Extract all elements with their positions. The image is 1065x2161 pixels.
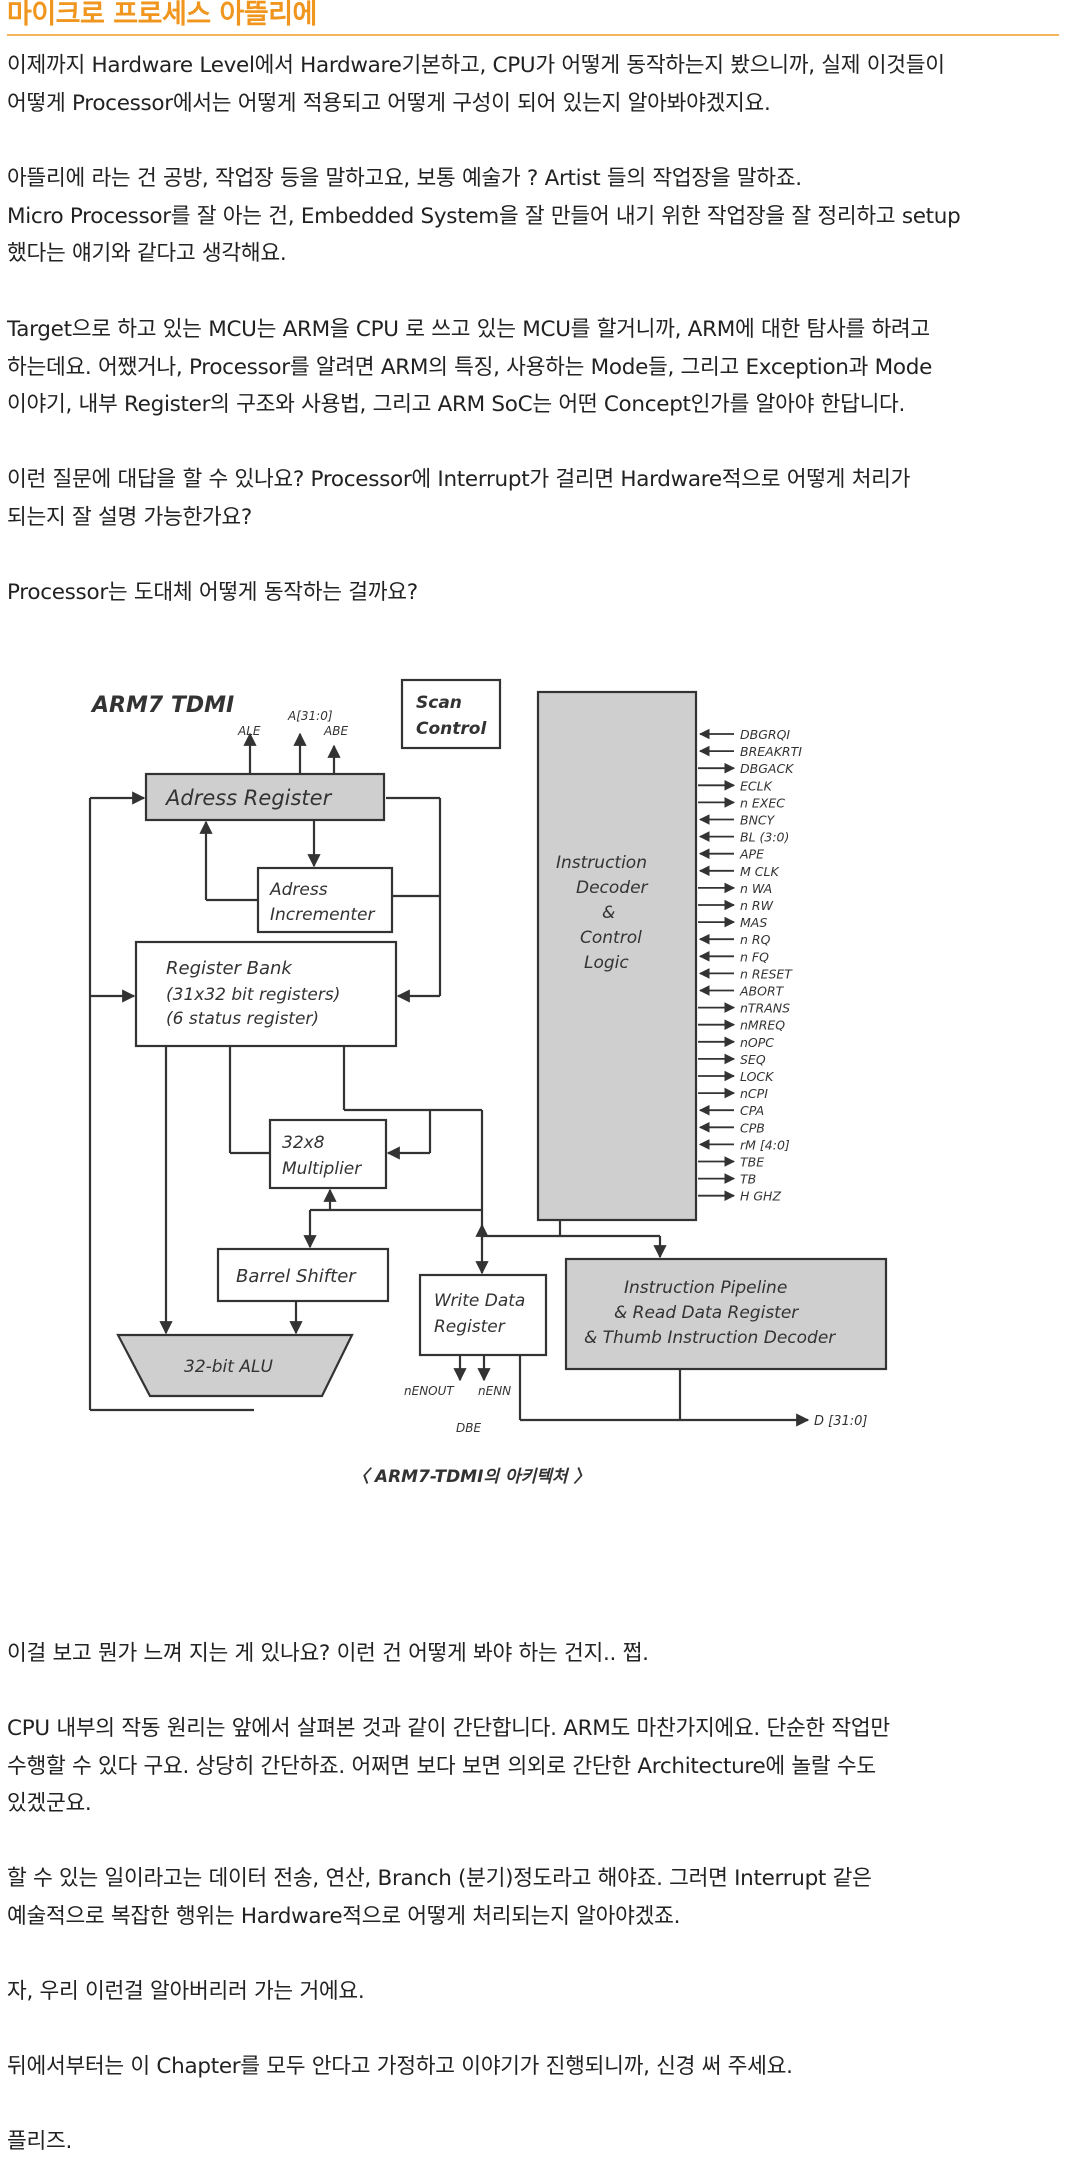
control-signal-label: CPB	[740, 1120, 765, 1135]
register-bank-label-3: (6 status register)	[166, 1009, 319, 1029]
decoder-label-5: Logic	[584, 953, 629, 973]
multiplier-label-1: 32x8	[282, 1133, 325, 1153]
address-register-label: Adress Register	[164, 786, 333, 810]
control-signal-label: SEQ	[740, 1052, 766, 1067]
control-signal-label: M CLK	[740, 864, 780, 879]
scan-control-label-2: Control	[416, 719, 487, 739]
control-signal-label: BREAKRTI	[740, 744, 802, 759]
write-data-register-label-1: Write Data	[434, 1291, 525, 1311]
register-bank-label-2: (31x32 bit registers)	[166, 985, 340, 1005]
address-incrementer-label-2: Incrementer	[270, 905, 376, 925]
control-signal-label: n FQ	[740, 949, 769, 964]
diagram-heading: ARM7 TDMI	[90, 693, 234, 718]
intro-paragraph: 이제까지 Hardware Level에서 Hardware기본하고, CPU가…	[7, 53, 945, 116]
address-register-box	[144, 772, 386, 822]
control-signal-label: n EXEC	[740, 795, 785, 810]
arm7tdmi-block-diagram: ARM7 TDMI Scan Control ALE A[31:0] ABE A…	[88, 678, 888, 1487]
processor-question: Processor는 도대체 어떻게 동작하는 걸까요?	[7, 580, 418, 605]
control-signal-label: rM [4:0]	[740, 1137, 790, 1152]
notice-paragraph: 뒤에서부터는 이 Chapter를 모두 안다고 가정하고 이야기가 진행되니까…	[7, 2054, 793, 2079]
control-signal-label: ECLK	[740, 778, 774, 793]
pipeline-label-3: & Thumb Instruction Decoder	[584, 1328, 836, 1348]
barrel-shifter-box	[216, 1247, 390, 1303]
decoder-box	[536, 690, 698, 1222]
pipeline-label-1: Instruction Pipeline	[624, 1278, 787, 1298]
write-data-register-label-2: Register	[434, 1317, 506, 1337]
decoder-label-4: Control	[580, 928, 642, 948]
control-signal-label: nOPC	[740, 1035, 774, 1050]
alu-label: 32-bit ALU	[184, 1357, 273, 1377]
control-signal-label: n RQ	[740, 932, 771, 947]
control-signal-label: LOCK	[740, 1069, 775, 1084]
register-bank-label-1: Register Bank	[166, 958, 293, 979]
alu-shape	[116, 1333, 354, 1398]
operations-paragraph: 할 수 있는 일이라고는 데이터 전송, 연산, Branch (분기)정도라고…	[7, 1866, 872, 1929]
control-signal-label: BL (3:0)	[740, 830, 789, 845]
control-signal-label: TBE	[740, 1155, 764, 1170]
address-incrementer-label-1: Adress	[269, 880, 328, 900]
enout-signal: nENOUT	[404, 1384, 455, 1398]
atelier-paragraph: 아뜰리에 라는 건 공방, 작업장 등을 말하고요, 보통 예술가 ? Arti…	[7, 166, 961, 266]
dbe-signal: DBE	[456, 1421, 481, 1435]
control-signal-label: CPA	[740, 1103, 764, 1118]
control-signal-label: H GHZ	[740, 1189, 781, 1204]
control-signal-label: n RW	[740, 898, 774, 913]
barrel-shifter-label: Barrel Shifter	[236, 1266, 357, 1287]
decoder-label-2: Decoder	[576, 878, 649, 898]
decoder-label-1: Instruction	[556, 853, 647, 873]
control-signal-label: DBGRQI	[740, 727, 790, 742]
page-title: 마이크로 프로세스 아뜰리에	[7, 0, 1059, 36]
pipeline-label-2: & Read Data Register	[614, 1303, 799, 1323]
pipeline-box	[564, 1257, 888, 1371]
control-signal-label: n WA	[740, 881, 772, 896]
control-signal-label: DBGACK	[740, 761, 795, 776]
cpu-paragraph: CPU 내부의 작동 원리는 앞에서 살펴본 것과 같이 간단합니다. ARM도…	[7, 1716, 890, 1816]
diagram-caption: 〈 ARM7-TDMI의 아키텍처 〉	[352, 1467, 590, 1487]
scan-control-box	[400, 678, 502, 750]
control-signal-label: TB	[740, 1172, 756, 1187]
please-paragraph: 플리즈.	[7, 2129, 72, 2154]
reflection-paragraph: 이걸 보고 뭔가 느껴 지는 게 있나요? 이런 건 어떻게 봐야 하는 건지.…	[7, 1641, 649, 1666]
ale-signal: ALE	[237, 724, 261, 738]
decoder-label-3: &	[602, 903, 615, 923]
address-incrementer-box	[256, 866, 394, 934]
control-signal-label: BNCY	[740, 813, 776, 828]
scan-control-label-1: Scan	[416, 693, 462, 713]
question-paragraph: 이런 질문에 대답을 할 수 있나요? Processor에 Interrupt…	[7, 467, 911, 530]
data-bus-signal: D [31:0]	[814, 1414, 867, 1429]
control-signal-label: APE	[739, 847, 764, 862]
write-data-register-box	[418, 1273, 548, 1357]
abe-signal: ABE	[323, 724, 348, 738]
register-bank-box	[134, 940, 398, 1048]
control-signal-label: ABORT	[739, 984, 785, 999]
control-signal-label: nTRANS	[740, 1001, 790, 1016]
control-signal-label: MAS	[740, 915, 767, 930]
address-bus-signal: A[31:0]	[287, 709, 333, 723]
multiplier-label-2: Multiplier	[282, 1159, 362, 1179]
control-signal-label: nMREQ	[740, 1018, 785, 1033]
control-signal-label: n RESET	[740, 966, 793, 981]
lets-go-paragraph: 자, 우리 이런걸 알아버리러 가는 거에요.	[7, 1979, 365, 2004]
enn-signal: nENN	[478, 1384, 511, 1398]
target-paragraph: Target으로 하고 있는 MCU는 ARM을 CPU 로 쓰고 있는 MCU…	[7, 317, 933, 417]
control-signal-label: nCPI	[740, 1086, 768, 1101]
multiplier-box	[268, 1118, 388, 1190]
